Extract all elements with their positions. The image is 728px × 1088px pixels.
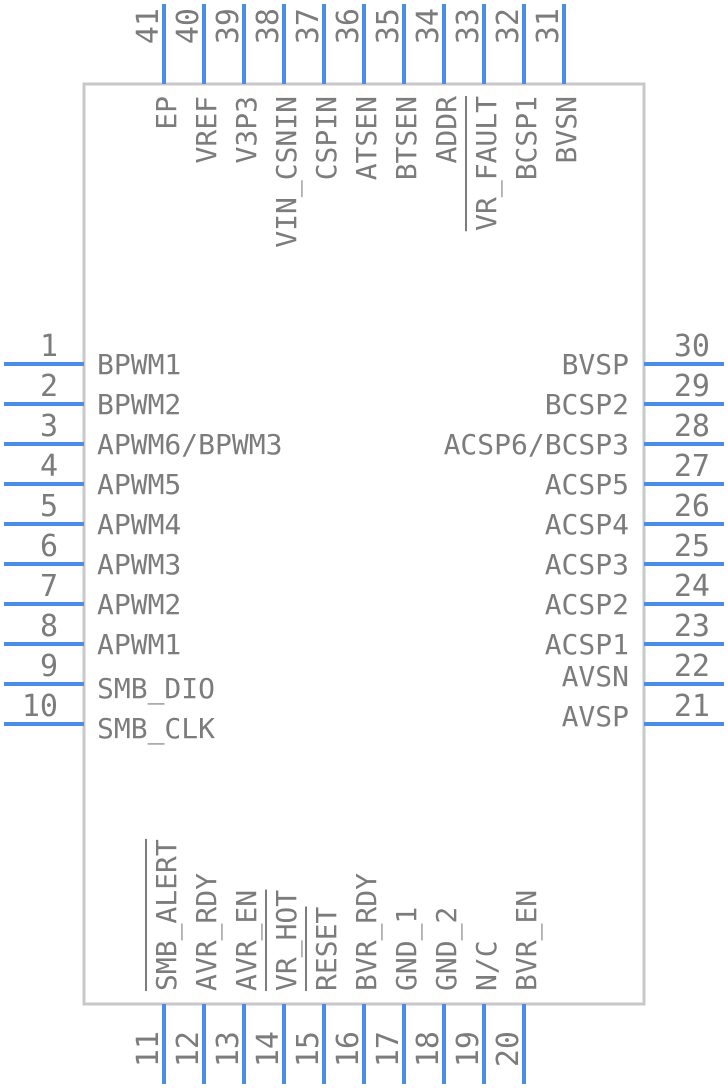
pin-top-name-cspin: CSPIN [310, 96, 343, 180]
pin-left-num-8: 8 [40, 609, 58, 644]
pin-top-name-vin-csnin: VIN_CSNIN [270, 96, 304, 248]
pin-bottom-name-gnd-1: GND_1 [390, 907, 424, 991]
pin-left-num-7: 7 [40, 569, 58, 604]
pin-left-name-bpwm1: BPWM1 [97, 348, 181, 381]
pin-right-name-acsp4: ACSP4 [545, 508, 629, 541]
pin-left-name-bpwm2: BPWM2 [97, 388, 181, 421]
pin-bottom-name-bvr-en: BVR_EN [510, 890, 544, 991]
pin-left-name-apwm1: APWM1 [97, 628, 181, 661]
pin-top-num-39: 39 [211, 8, 246, 44]
pin-bottom-num-18: 18 [411, 1031, 446, 1067]
pin-bottom-num-14: 14 [251, 1031, 286, 1067]
pin-bottom-name-bvr-rdy: BVR_RDY [350, 873, 384, 991]
pin-left-num-4: 4 [40, 449, 58, 484]
pin-top-num-34: 34 [411, 8, 446, 44]
pin-bottom-name-smb-alert: SMB_ALERT [150, 839, 184, 991]
pin-bottom-name-gnd-2: GND_2 [430, 907, 464, 991]
pin-right-num-27: 27 [674, 449, 710, 484]
pin-top-num-33: 33 [451, 8, 486, 44]
pin-bottom-name-reset: RESET [310, 907, 343, 991]
pin-right-name-bvsp: BVSP [562, 348, 629, 381]
pin-bottom-num-20: 20 [491, 1031, 526, 1067]
pin-top-num-37: 37 [291, 8, 326, 44]
pin-left-num-6: 6 [40, 529, 58, 564]
pin-bottom-name-n-c: N/C [470, 940, 503, 991]
pin-right-num-24: 24 [674, 569, 710, 604]
pin-left-num-2: 2 [40, 369, 58, 404]
pin-left-name-apwm2: APWM2 [97, 588, 181, 621]
pin-right-num-26: 26 [674, 489, 710, 524]
pin-right-num-23: 23 [674, 609, 710, 644]
pin-right-name-avsn: AVSN [562, 660, 629, 693]
pin-top-name-bvsn: BVSN [550, 96, 583, 163]
pin-bottom-num-15: 15 [291, 1031, 326, 1067]
pin-left-num-1: 1 [40, 329, 58, 364]
pin-left-num-10: 10 [22, 689, 58, 724]
pin-right-num-28: 28 [674, 409, 710, 444]
pin-right-name-acsp5: ACSP5 [545, 468, 629, 501]
pin-left-num-9: 9 [40, 649, 58, 684]
pin-right-name-avsp: AVSP [562, 700, 629, 733]
pin-top-name-bcsp1: BCSP1 [510, 96, 543, 180]
pin-top-name-ep: EP [150, 96, 183, 130]
pin-right-name-bcsp2: BCSP2 [545, 388, 629, 421]
pin-left-name-apwm3: APWM3 [97, 548, 181, 581]
pin-left-num-3: 3 [40, 409, 58, 444]
pin-left-name-apwm4: APWM4 [97, 508, 181, 541]
pin-bottom-num-16: 16 [331, 1031, 366, 1067]
pin-top-name-v3p3: V3P3 [230, 96, 263, 163]
pin-top-num-40: 40 [171, 8, 206, 44]
pin-left-name-smb-clk: SMB_CLK [97, 712, 215, 746]
pin-right-num-30: 30 [674, 329, 710, 364]
pin-bottom-num-19: 19 [451, 1031, 486, 1067]
pin-bottom-name-avr-en: AVR_EN [230, 890, 264, 991]
pin-top-num-32: 32 [491, 8, 526, 44]
pin-top-name-vr-fault: VR_FAULT [470, 96, 504, 231]
pin-top-num-35: 35 [371, 8, 406, 44]
pin-right-name-acsp3: ACSP3 [545, 548, 629, 581]
pin-top-name-vref: VREF [190, 96, 223, 163]
pin-bottom-name-vr-hot: VR_HOT [270, 890, 304, 991]
pin-bottom-num-13: 13 [211, 1031, 246, 1067]
pin-right-num-21: 21 [674, 689, 710, 724]
pin-bottom-num-12: 12 [171, 1031, 206, 1067]
pins-bottom-group: 11 SMB_ALERT 12 AVR_RDY 13 AVR_EN 14 VR_HOT 15 RE… [131, 838, 544, 1084]
pin-left-name-apwm6-bpwm3: APWM6/BPWM3 [97, 428, 282, 461]
pin-top-num-31: 31 [531, 8, 566, 44]
pin-right-name-acsp2: ACSP2 [545, 588, 629, 621]
pin-right-num-29: 29 [674, 369, 710, 404]
pin-bottom-name-avr-rdy: AVR_RDY [190, 873, 224, 991]
pin-bottom-num-17: 17 [371, 1031, 406, 1067]
pin-right-name-acsp6-bcsp3: ACSP6/BCSP3 [444, 428, 629, 461]
pin-top-num-41: 41 [131, 8, 166, 44]
pin-top-num-36: 36 [331, 8, 366, 44]
pin-top-num-38: 38 [251, 8, 286, 44]
pin-right-name-acsp1: ACSP1 [545, 628, 629, 661]
pin-right-num-25: 25 [674, 529, 710, 564]
pin-top-name-addr: ADDR [430, 96, 463, 164]
pin-left-name-apwm5: APWM5 [97, 468, 181, 501]
pin-bottom-num-11: 11 [131, 1031, 166, 1067]
pin-top-name-btsen: BTSEN [390, 96, 423, 180]
pin-left-name-smb-dio: SMB_DIO [97, 672, 215, 706]
pin-top-name-atsen: ATSEN [350, 96, 383, 180]
pin-left-num-5: 5 [40, 489, 58, 524]
pin-right-num-22: 22 [674, 649, 710, 684]
